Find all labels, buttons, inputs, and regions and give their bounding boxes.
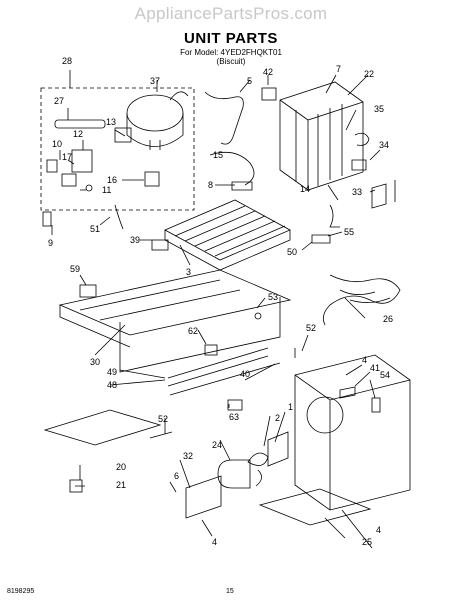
diagram-title: UNIT PARTS xyxy=(184,30,278,47)
callout-label: 52 xyxy=(158,414,168,424)
fan-housing-part xyxy=(294,354,411,511)
callout-label: 7 xyxy=(336,64,341,74)
callout-label: 32 xyxy=(183,451,193,461)
drain-pan-part xyxy=(258,488,372,526)
callout-labels: 28 37 5 42 7 22 27 12 13 35 10 17 11 15 … xyxy=(48,56,393,547)
callout-label: 39 xyxy=(130,235,140,245)
capacitor-part xyxy=(54,119,106,129)
callout-label: 49 xyxy=(107,367,117,377)
callout-label: 25 xyxy=(362,537,372,547)
callout-label: 9 xyxy=(48,238,53,248)
compressor-part xyxy=(126,91,189,150)
callout-label: 54 xyxy=(380,370,390,380)
terminal-cover-part xyxy=(61,173,77,187)
callout-label: 53 xyxy=(268,292,278,302)
callout-label: 13 xyxy=(106,117,116,127)
page-number: 15 xyxy=(226,588,234,595)
model-line: For Model: 4YED2FHQKT01 xyxy=(180,48,282,57)
screw-part xyxy=(149,431,173,439)
cover-plate-part xyxy=(43,409,162,446)
fan-motor-part xyxy=(267,431,289,467)
grommet-part xyxy=(144,171,160,187)
hose-part xyxy=(329,204,340,228)
callout-label: 28 xyxy=(62,56,72,66)
callout-label: 20 xyxy=(116,462,126,472)
callout-label: 62 xyxy=(188,326,198,336)
callout-label: 52 xyxy=(306,323,316,333)
callout-label: 63 xyxy=(229,412,239,422)
callout-label: 11 xyxy=(102,185,111,195)
base-frame-part xyxy=(58,269,292,373)
callout-label: 27 xyxy=(54,96,64,106)
callout-label: 41 xyxy=(370,363,380,373)
callout-label: 3 xyxy=(186,267,191,277)
discharge-tube-part xyxy=(204,91,244,145)
callout-label: 59 xyxy=(70,264,80,274)
callout-label: 26 xyxy=(383,314,393,324)
callout-label: 37 xyxy=(150,76,160,86)
screw-part xyxy=(85,184,93,192)
clamp-part xyxy=(231,181,253,191)
site-watermark: AppliancePartsPros.com xyxy=(134,4,328,23)
callout-label: 40 xyxy=(240,369,250,379)
grommet-part xyxy=(151,239,169,251)
grommet-part xyxy=(351,159,367,171)
bracket-part xyxy=(339,386,356,399)
callout-label: 16 xyxy=(107,175,117,185)
callout-label: 48 xyxy=(107,380,117,390)
callout-label: 5 xyxy=(247,76,252,86)
clip-part xyxy=(371,397,381,413)
clip-part xyxy=(46,159,58,173)
callout-label: 4 xyxy=(212,537,217,547)
evaporator-coil-part xyxy=(164,199,291,271)
callout-label: 22 xyxy=(364,69,374,79)
callout-label: 34 xyxy=(379,140,389,150)
callout-label: 4 xyxy=(376,525,381,535)
callout-label: 2 xyxy=(275,413,280,423)
callout-label: 30 xyxy=(90,357,100,367)
callout-label: 33 xyxy=(352,187,362,197)
rail-part xyxy=(167,347,281,396)
motor-part xyxy=(217,459,251,489)
clip-part xyxy=(261,87,277,101)
clip-part xyxy=(204,344,218,356)
callout-label: 12 xyxy=(73,129,83,139)
callout-label: 1 xyxy=(288,402,293,412)
callout-label: 42 xyxy=(263,67,273,77)
clamp-part xyxy=(311,234,331,244)
suction-tube-part xyxy=(209,151,255,186)
model-variant: (Biscuit) xyxy=(216,57,246,66)
callout-label: 21 xyxy=(116,480,126,490)
callout-label: 17 xyxy=(62,152,72,162)
tube-part xyxy=(114,204,124,230)
callout-label: 10 xyxy=(52,139,62,149)
callout-label: 24 xyxy=(212,440,222,450)
wire-harness-part xyxy=(322,274,401,326)
document-number: 8198295 xyxy=(7,588,35,595)
callout-label: 15 xyxy=(213,150,223,160)
callout-label: 50 xyxy=(287,247,297,257)
motor-bracket-part xyxy=(185,475,222,519)
screw-part xyxy=(254,312,262,320)
callout-label: 6 xyxy=(174,471,179,481)
relay-part xyxy=(71,149,93,173)
condenser-part xyxy=(279,81,364,191)
grommet-part xyxy=(227,399,243,411)
plug-part xyxy=(42,211,52,227)
callout-label: 55 xyxy=(344,227,354,237)
callout-label: 14 xyxy=(300,184,310,194)
callout-label: 4 xyxy=(362,355,367,365)
callout-label: 51 xyxy=(90,224,100,234)
callout-label: 35 xyxy=(374,104,384,114)
compressor-group-box xyxy=(40,87,195,211)
overload-part xyxy=(114,127,132,143)
bracket-part xyxy=(354,132,370,146)
drain-tube-part xyxy=(371,180,396,209)
bracket-part xyxy=(79,284,97,298)
fan-blade-part xyxy=(247,452,269,487)
callout-label: 8 xyxy=(208,180,213,190)
